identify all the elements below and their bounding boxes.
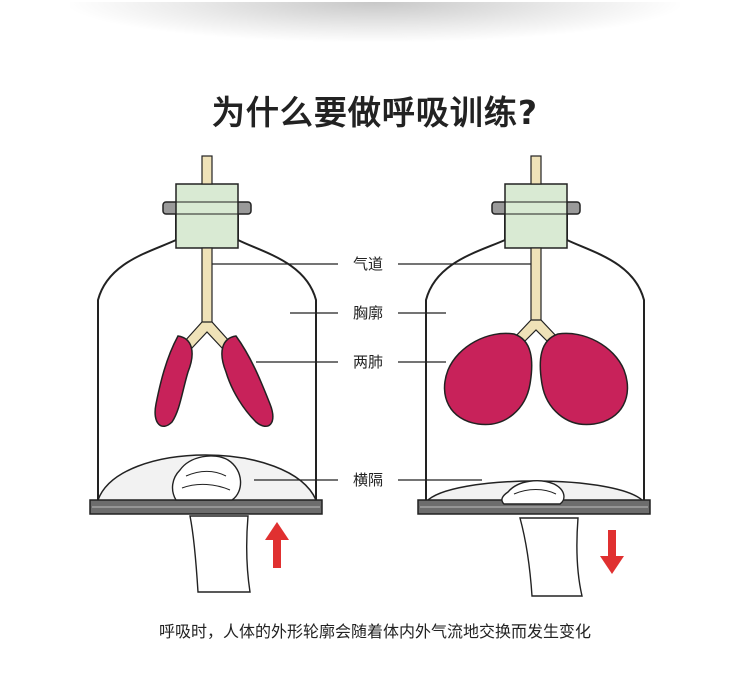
left-airway xyxy=(201,247,213,325)
left-stopper xyxy=(175,183,239,249)
up-arrow-icon xyxy=(265,522,289,568)
left-lung-right xyxy=(221,335,274,427)
down-arrow-icon xyxy=(600,530,624,574)
right-jar xyxy=(417,155,651,597)
right-airway xyxy=(530,247,542,323)
left-lung-left xyxy=(154,335,193,427)
left-bronchi xyxy=(183,321,231,349)
right-hand xyxy=(501,480,583,597)
caption: 呼吸时，人体的外形轮廓会随着体内外气流地交换而发生变化 xyxy=(158,622,591,641)
top-shadow xyxy=(70,2,680,42)
airway-label: 气道 xyxy=(353,255,383,273)
label-leaders xyxy=(212,263,531,481)
ribcage-label: 胸廓 xyxy=(353,304,383,322)
right-jar-outline xyxy=(425,212,645,505)
left-hand xyxy=(171,455,251,593)
right-stopper xyxy=(504,183,568,249)
left-tube xyxy=(201,155,213,185)
left-jar xyxy=(89,155,323,593)
diaphragm-label: 横隔 xyxy=(353,471,383,489)
page-title: 为什么要做呼吸训练? xyxy=(211,93,539,132)
right-lung-right xyxy=(539,332,629,426)
right-tube xyxy=(530,155,542,185)
left-jar-outline xyxy=(97,212,317,505)
lungs-label: 两肺 xyxy=(353,353,383,371)
right-lung-left xyxy=(443,332,533,426)
